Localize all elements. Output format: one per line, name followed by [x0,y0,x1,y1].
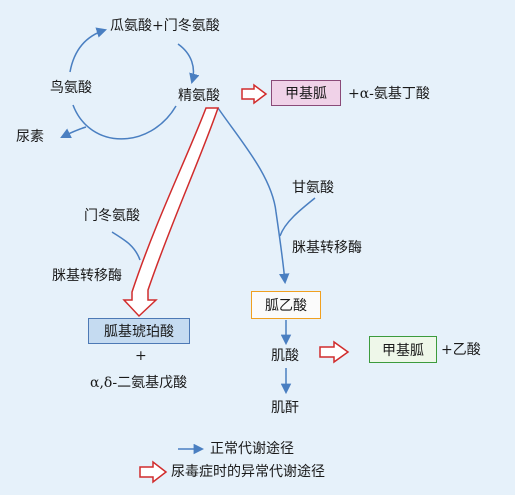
node-arginine: 精氨酸 [178,88,220,104]
node-methylguanidine: 甲基胍 [271,80,341,106]
legend-normal-label: 正常代谢途径 [210,441,294,457]
node-citrulline-aspartate: 瓜氨酸+门冬氨酸 [110,18,220,34]
node-transaminase-right: 脒基转移酶 [292,240,362,256]
node-creatine: 肌酸 [271,348,299,364]
arrow-glycine-merge [279,197,316,237]
node-transaminase-left: 脒基转移酶 [52,268,122,284]
node-glycine: 甘氨酸 [292,180,334,196]
cycle-arrow-ornithine-to-citrulline [69,27,108,73]
node-aspartate: 门冬氨酸 [84,208,140,224]
node-urea: 尿素 [16,129,44,145]
node-plus: + [135,348,147,364]
node-creatinine: 肌酐 [271,400,299,416]
cycle-arrow-citrulline-to-arginine [177,43,200,85]
node-diaminovaleric: α,δ-二氨基戊酸 [90,375,188,391]
cycle-arrow-to-urea [60,126,87,138]
abnormal-arrow-to-methylguanidine [241,83,268,105]
node-guanidinoacetic: 胍乙酸 [251,291,321,319]
node-ornithine: 鸟氨酸 [50,80,92,96]
abnormal-arrow-to-methylguanidine2 [319,340,350,364]
cycle-arrow-arginine-to-ornithine [72,104,177,140]
legend-abnormal-arrow [139,460,168,484]
node-methylguanidine2: 甲基胍 [369,336,437,363]
legend-abnormal-label: 尿毒症时的异常代谢途径 [171,464,325,480]
node-acetic: +乙酸 [441,342,481,358]
arrow-arginine-to-guanidinoacetic [217,107,290,285]
abnormal-arrow-to-guanidinosuccinic [122,107,220,318]
arrow-aspartate-merge [111,231,141,261]
node-aminobutyric: +α-氨基丁酸 [348,86,430,102]
node-guanidinosuccinic: 胍基琥珀酸 [88,318,190,344]
